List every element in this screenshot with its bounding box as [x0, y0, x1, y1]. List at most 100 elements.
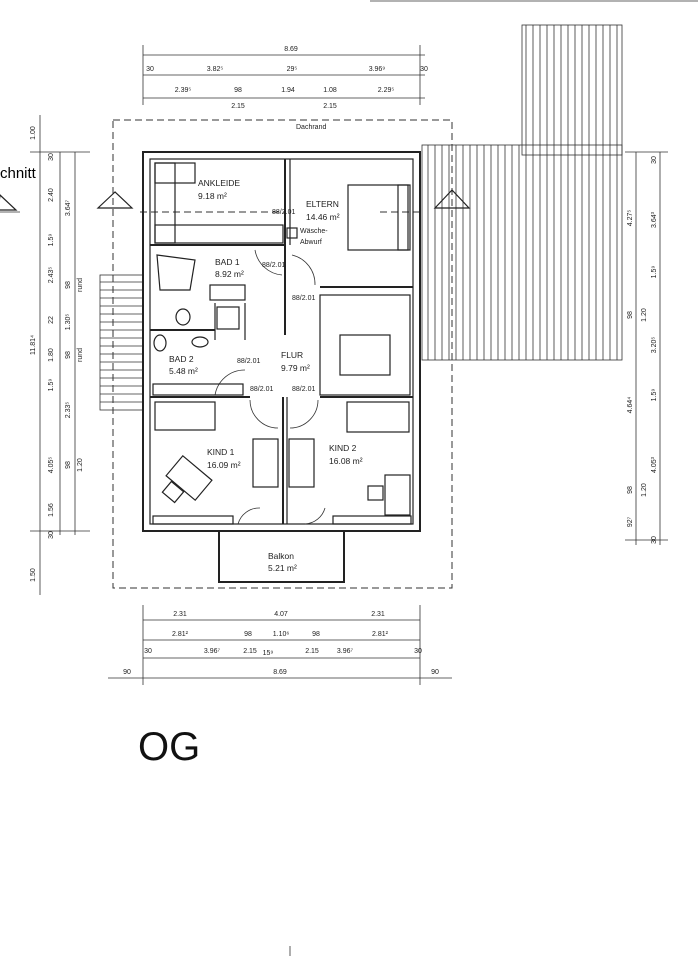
- dimension-label-top: 1.08: [323, 87, 337, 94]
- dimension-label-left: 1.80: [48, 348, 55, 362]
- dimension-label-left: 1.20: [77, 458, 84, 472]
- area-bad2: 5.48 m²: [169, 366, 198, 376]
- dimension-label-top: 3.82⁵: [207, 66, 224, 73]
- dimension-label-bottom: 1.10⁶: [273, 631, 290, 638]
- area-kind2: 16.08 m²: [329, 456, 363, 466]
- section-marker-left-icon: [96, 191, 134, 209]
- dimension-label-left: 1.5⁹: [48, 379, 55, 392]
- dimension-label-left: rund: [77, 278, 84, 292]
- dimension-label-top: 3.96⁹: [369, 66, 386, 73]
- dimension-label-bottom: 2.31: [371, 611, 385, 618]
- dimension-label-left: rund: [77, 348, 84, 362]
- desk-kind1: [165, 454, 213, 502]
- sink: [209, 284, 246, 301]
- area-ankleide: 9.18 m²: [198, 191, 227, 201]
- area-kind1: 16.09 m²: [207, 460, 241, 470]
- dimension-label-top: 1.94: [281, 87, 295, 94]
- dimension-label-left: 22: [48, 316, 55, 324]
- sink-2: [191, 336, 209, 348]
- dimension-label-right: 4.05³: [651, 456, 658, 473]
- dimension-label-left: 98: [65, 351, 72, 359]
- dimension-label-bottom: 30: [144, 648, 152, 655]
- dimension-label-left: 1.5⁹: [48, 234, 55, 247]
- dimension-label-right: 1.20: [641, 308, 648, 322]
- door-label: 88/2.01: [250, 386, 273, 393]
- laundry-chute-icon: [286, 227, 298, 239]
- dimension-label-bottom: 3.96⁷: [337, 648, 354, 655]
- dimension-label-left: 4.05⁵: [48, 457, 55, 474]
- room-flur: FLUR: [281, 350, 303, 360]
- room-labels: ANKLEIDE 9.18 m² ELTERN 14.46 m² BAD 1 8…: [169, 178, 363, 573]
- dimension-label-left: 2.43⁵: [48, 267, 55, 284]
- section-label: chnitt: [0, 165, 37, 182]
- roof-edge-label: Dachrand: [296, 124, 326, 131]
- shower: [216, 306, 240, 330]
- dimension-label-right: 30: [651, 536, 658, 544]
- dimension-label-right: 4.64⁴: [627, 397, 634, 414]
- room-balkon: Balkon: [268, 551, 294, 561]
- room-bad1: BAD 1: [215, 257, 240, 267]
- dimension-label-bottom: 4.07: [274, 611, 288, 618]
- room-ankleide: ANKLEIDE: [198, 178, 240, 188]
- dimension-label-bottom: 90: [123, 669, 131, 676]
- room-kind2: KIND 2: [329, 443, 357, 453]
- dimension-label-right: 92⁷: [627, 516, 634, 527]
- roof-edge-outline: [112, 119, 453, 589]
- dimension-label-top: 2.39⁵: [175, 87, 192, 94]
- bed-kind1: [154, 401, 216, 431]
- bed-kind2: [346, 401, 410, 433]
- dimension-label-top: 2.29⁵: [378, 87, 395, 94]
- dimension-label-top: 8.69: [284, 46, 298, 53]
- dimension-label-bottom: 2.15: [243, 648, 257, 655]
- dimension-labels: 8.69 30 3.82⁵ 29⁵ 3.96⁹ 30 2.39⁵ 98 1.94 1.08 2.29…: [30, 46, 658, 676]
- dimension-label-right: 3.20⁵: [651, 337, 658, 354]
- dimension-label-bottom: 30: [414, 648, 422, 655]
- door-label: 88/2.01: [262, 262, 285, 269]
- dimension-label-right: 3.64³: [651, 211, 658, 228]
- dimension-label-bottom: 2.31: [173, 611, 187, 618]
- dimension-label-left: 2.33⁵: [65, 402, 72, 419]
- dimension-label-left: 3.64⁷: [65, 199, 72, 216]
- room-eltern: ELTERN: [306, 199, 339, 209]
- dimension-label-top: 2.15: [231, 103, 245, 110]
- door-label: 88/2.01: [272, 209, 295, 216]
- door-label: 88/2.01: [292, 386, 315, 393]
- dimension-label-bottom: 2.81²: [172, 631, 189, 638]
- bathtub: [156, 254, 196, 291]
- dimension-label-right: 98: [627, 486, 634, 494]
- dimension-label-left: 1.00: [30, 126, 37, 140]
- dimension-label-right: 1.5⁹: [651, 266, 658, 279]
- desk-kind2: [384, 474, 411, 516]
- dimension-label-right: 1.5⁹: [651, 389, 658, 402]
- furniture: [152, 162, 412, 525]
- dimension-label-bottom: 98: [244, 631, 252, 638]
- balcony: [218, 530, 345, 583]
- bed-eltern: [347, 184, 409, 251]
- room-kind1: KIND 1: [207, 447, 235, 457]
- dimension-lines: [30, 45, 668, 685]
- dimension-label-left: 1.50: [30, 568, 37, 582]
- dimension-label-bottom: 98: [312, 631, 320, 638]
- dimension-label-right: 30: [651, 156, 658, 164]
- dimension-label-right: 4.27⁵: [627, 210, 634, 227]
- dimension-label-left: 1.30⁵: [65, 314, 72, 331]
- dimension-label-bottom: 90: [431, 669, 439, 676]
- laundry-chute-label: Wäsche-: [300, 228, 328, 235]
- dimension-label-bottom: 3.96⁷: [204, 648, 221, 655]
- dimension-label-right: 98: [627, 311, 634, 319]
- walls: [142, 151, 421, 532]
- dimension-label-left: 30: [48, 153, 55, 161]
- dimension-label-bottom: 8.69: [273, 669, 287, 676]
- laundry-chute-label-2: Abwurf: [300, 239, 322, 246]
- toilet-2: [153, 334, 167, 352]
- dimension-label-top: 30: [146, 66, 154, 73]
- dimension-label-left: 2.40: [48, 188, 55, 202]
- dimension-label-bottom: 15⁹: [263, 650, 274, 657]
- dimension-label-top: 30: [420, 66, 428, 73]
- doors: [214, 249, 326, 525]
- dimension-label-left: 1.56: [48, 503, 55, 517]
- external-stairs: [99, 274, 144, 411]
- dimension-label-left: 98: [65, 461, 72, 469]
- dimension-label-top: 29⁵: [287, 66, 298, 73]
